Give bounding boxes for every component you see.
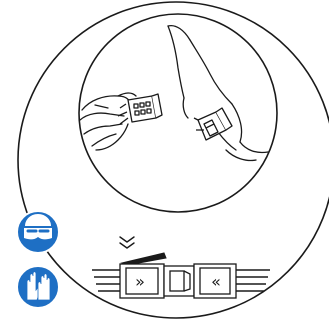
hands-detail-circle xyxy=(79,14,277,212)
hand-protection-badge xyxy=(17,266,59,308)
connector-coupling xyxy=(164,266,194,296)
chevron-right-double-icon: » xyxy=(135,272,145,291)
eye-protection-badge xyxy=(17,211,59,253)
chevron-left-double-icon: « xyxy=(211,272,221,291)
